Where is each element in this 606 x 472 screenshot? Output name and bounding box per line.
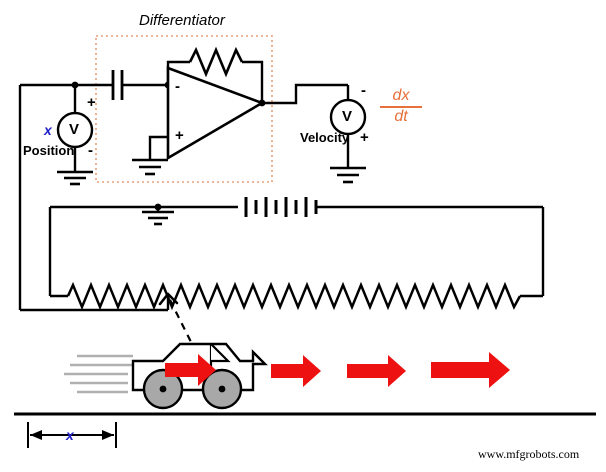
opamp-noninverting-sign: + bbox=[175, 127, 184, 144]
differentiator-title: Differentiator bbox=[139, 12, 225, 29]
velocity-terminal-minus: - bbox=[361, 82, 366, 99]
opamp-triangle bbox=[166, 66, 266, 161]
position-terminal-minus: - bbox=[88, 142, 93, 159]
mechanical-link-dashed bbox=[169, 299, 197, 353]
speed-lines bbox=[64, 354, 133, 394]
motion-arrow-on-car bbox=[165, 354, 216, 386]
wire-feedback-right bbox=[242, 60, 264, 103]
derivative-fraction: dx dt bbox=[380, 87, 422, 126]
velocity-meter-symbol: V bbox=[342, 108, 353, 125]
opamp-inverting-sign: - bbox=[175, 78, 180, 95]
differentiator-boundary-box bbox=[95, 35, 273, 183]
dimension-arrowhead-right bbox=[102, 430, 114, 440]
motion-arrow-1 bbox=[271, 355, 321, 387]
velocity-terminal-plus: + bbox=[360, 129, 369, 146]
derivative-denominator: dt bbox=[394, 107, 408, 125]
motion-arrow-2 bbox=[347, 355, 406, 387]
car-wheel-front-hub bbox=[218, 385, 226, 393]
wire-noninverting-to-ground bbox=[148, 135, 168, 160]
dimension-arrowhead-left bbox=[30, 430, 42, 440]
derivative-numerator: dx bbox=[392, 87, 410, 104]
watermark-text: www.mfgrobots.com bbox=[478, 447, 580, 461]
position-meter-label: Position bbox=[23, 143, 75, 158]
position-meter-symbol: V bbox=[69, 121, 80, 138]
position-variable-label: x bbox=[44, 122, 52, 138]
velocity-meter-label: Velocity bbox=[300, 130, 350, 145]
derivative-fraction-bar bbox=[380, 105, 422, 108]
feedback-resistor bbox=[188, 46, 244, 78]
position-terminal-plus: + bbox=[87, 94, 96, 111]
potentiometer-wiper-arrow bbox=[158, 292, 179, 306]
car-rear-window bbox=[210, 343, 231, 363]
motion-arrow-3 bbox=[431, 352, 510, 388]
potentiometer-resistor bbox=[66, 281, 522, 311]
dimension-label: x bbox=[66, 427, 74, 443]
battery-symbol bbox=[244, 197, 318, 217]
wire-output-to-velocity bbox=[262, 83, 348, 105]
car-wheel-rear-hub bbox=[159, 385, 167, 393]
